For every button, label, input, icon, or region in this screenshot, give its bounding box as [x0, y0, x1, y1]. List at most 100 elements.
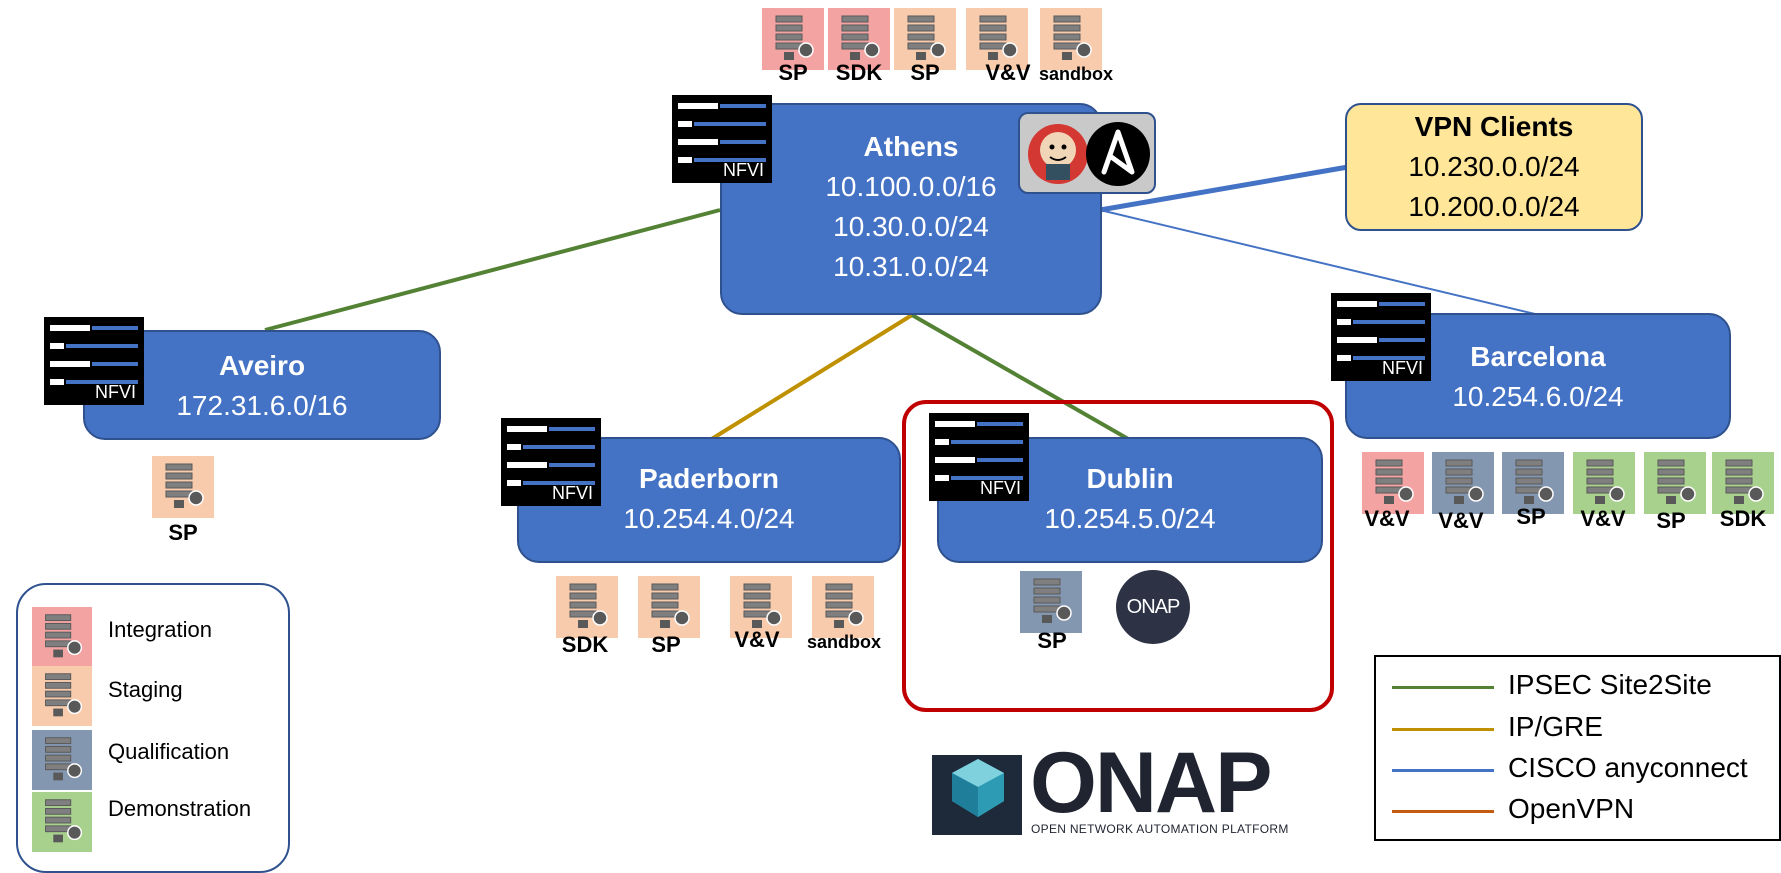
vpn-clients-title: VPN Clients: [1414, 111, 1574, 142]
server-rack-icon: [152, 456, 214, 518]
site-athens: Athens 10.100.0.0/16 10.30.0.0/24 10.31.…: [720, 103, 1102, 315]
nfvi-paderborn: NFVI: [501, 418, 601, 506]
link-athens-dublin: [911, 313, 1131, 442]
server-rack-icon: [966, 8, 1028, 70]
server-rack-icon: [762, 8, 824, 70]
nfvi-rack-icon: [1331, 293, 1431, 381]
server-rack-icon: [556, 576, 618, 638]
server-athens-staging: [894, 8, 956, 70]
link-athens-vpn: [1099, 164, 1349, 213]
site-cidr: 10.254.6.0/24: [1452, 381, 1624, 412]
server-label: V&V: [985, 60, 1031, 85]
legend-label-ipsec: IPSEC Site2Site: [1508, 669, 1712, 700]
server-label: SP: [1516, 504, 1546, 529]
server-barcelona-integration: [1362, 452, 1424, 514]
ci-tools-badge: [1018, 112, 1156, 194]
server-rack-icon: [730, 576, 792, 638]
legend-line-ipgre: [1392, 728, 1494, 731]
link-athens-barcelona: [1099, 209, 1536, 315]
server-paderborn-staging: [556, 576, 618, 638]
nfvi-aveiro: NFVI: [44, 317, 144, 405]
nfvi-label: NFVI: [979, 478, 1021, 498]
site-cidr: 172.31.6.0/16: [176, 390, 348, 421]
server-barcelona-qualification: [1432, 452, 1494, 514]
site-cidr: 10.31.0.0/24: [833, 251, 989, 282]
server-label: V&V: [1438, 508, 1484, 533]
server-rack-icon: [812, 576, 874, 638]
server-rack-icon: [1573, 452, 1635, 514]
nfvi-label: NFVI: [551, 483, 593, 503]
site-cidr: 10.30.0.0/24: [833, 211, 989, 242]
onap-logo-icon: [932, 755, 1022, 835]
onap-logo-tagline: OPEN NETWORK AUTOMATION PLATFORM: [1031, 822, 1289, 836]
ansible-icon: [1086, 122, 1150, 186]
server-label: SP: [778, 60, 808, 85]
server-athens-staging: [966, 8, 1028, 70]
server-rack-icon: [1362, 452, 1424, 514]
server-dublin-qualification: [1020, 571, 1082, 633]
site-name: Paderborn: [638, 463, 780, 494]
server-label: SP: [651, 632, 681, 657]
server-rack-icon: [1712, 452, 1774, 514]
server-rack-icon: [1644, 452, 1706, 514]
jenkins-icon: [1028, 124, 1088, 184]
legend-label-anyconnect: CISCO anyconnect: [1508, 752, 1748, 783]
legend-line-ipsec: [1392, 686, 1494, 689]
nfvi-label: NFVI: [722, 160, 764, 180]
server-barcelona-demonstration: [1712, 452, 1774, 514]
vpn-clients-box: VPN Clients 10.230.0.0/24 10.200.0.0/24: [1345, 103, 1643, 231]
server-athens-integration: [762, 8, 824, 70]
nfvi-label: NFVI: [94, 382, 136, 402]
legend-staging-icon: [32, 666, 92, 726]
server-label: SDK: [835, 60, 883, 85]
server-label: V&V: [1580, 506, 1626, 531]
site-cidr: 10.100.0.0/16: [825, 171, 997, 202]
nfvi-barcelona: NFVI: [1331, 293, 1431, 381]
server-barcelona-qualification: [1502, 452, 1564, 514]
server-paderborn-staging: [812, 576, 874, 638]
legend-label-qualification: Qualification: [108, 739, 230, 764]
server-label: sandbox: [1038, 64, 1113, 84]
server-rack-icon: [1432, 452, 1494, 514]
server-label: SP: [910, 60, 940, 85]
site-cidr: 10.254.5.0/24: [1044, 503, 1216, 534]
nfvi-rack-icon: [44, 317, 144, 405]
server-paderborn-staging: [638, 576, 700, 638]
legend-integration-icon: [32, 607, 92, 667]
legend-line-openvpn: [1392, 810, 1494, 813]
server-label: V&V: [734, 627, 780, 652]
legend-label-integration: Integration: [108, 617, 212, 642]
server-barcelona-demonstration: [1573, 452, 1635, 514]
nfvi-rack-icon: [501, 418, 601, 506]
vpn-clients-cidr: 10.200.0.0/24: [1408, 191, 1580, 222]
site-name: Dublin: [1086, 463, 1174, 494]
server-rack-icon: [638, 576, 700, 638]
legend-label-demonstration: Demonstration: [108, 796, 252, 821]
legend-label-ipgre: IP/GRE: [1508, 711, 1603, 742]
link-athens-aveiro: [264, 208, 721, 332]
dublin-highlight-frame: [902, 400, 1334, 712]
server-label: SDK: [1719, 506, 1767, 531]
site-name: Aveiro: [218, 350, 306, 381]
server-rack-icon: [1040, 8, 1102, 70]
legend-demonstration-icon: [32, 792, 92, 852]
server-paderborn-staging: [730, 576, 792, 638]
site-name: Athens: [863, 131, 959, 162]
vpn-clients-cidr: 10.230.0.0/24: [1408, 151, 1580, 182]
server-label: SP: [1037, 628, 1067, 653]
environment-legend: [16, 583, 290, 873]
server-label: SP: [168, 520, 198, 545]
server-label: SDK: [561, 632, 609, 657]
nfvi-athens: NFVI: [672, 95, 772, 183]
server-athens-staging: [1040, 8, 1102, 70]
server-athens-integration: [828, 8, 890, 70]
site-name: Barcelona: [1470, 341, 1606, 372]
nfvi-rack-icon: [672, 95, 772, 183]
site-cidr: 10.254.4.0/24: [623, 503, 795, 534]
onap-logo-word: ONAP: [1030, 735, 1272, 831]
nfvi-dublin: NFVI: [929, 413, 1029, 501]
link-athens-paderborn: [708, 313, 914, 442]
legend-qualification-icon: [32, 730, 92, 790]
nfvi-rack-icon: [929, 413, 1029, 501]
